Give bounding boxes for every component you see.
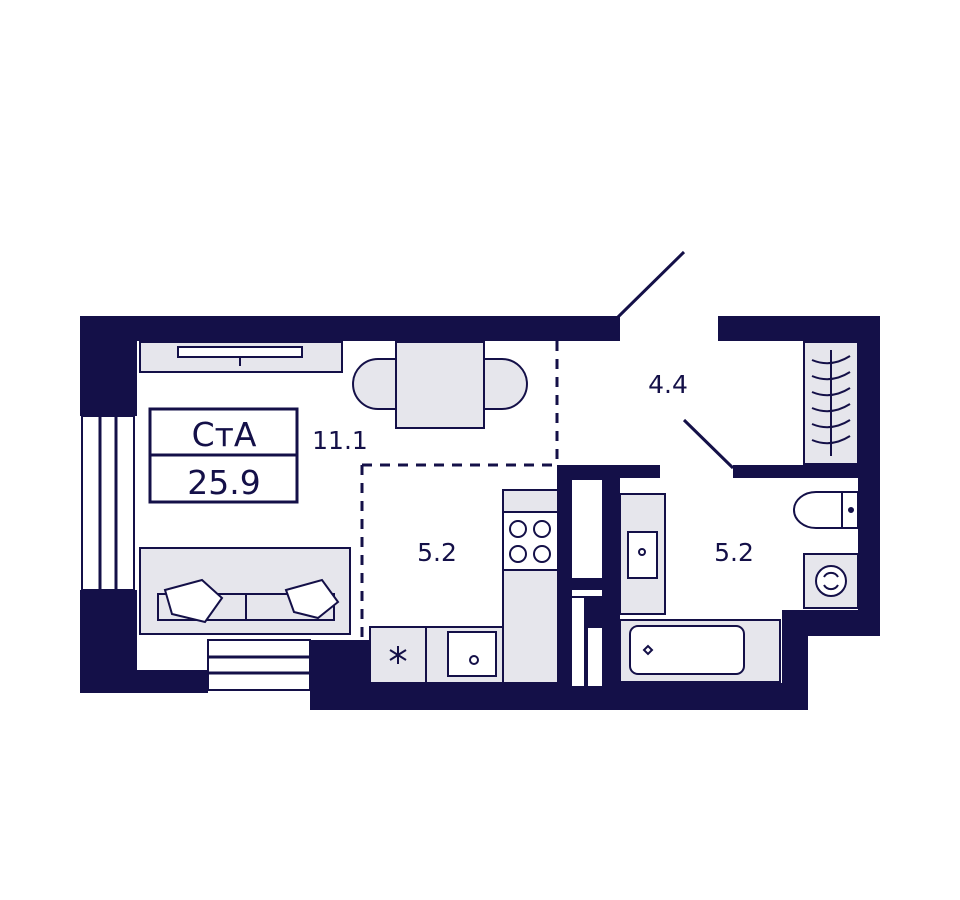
burner-icon — [533, 545, 551, 563]
window-bottom — [207, 639, 311, 691]
chair-right-icon — [482, 358, 528, 410]
tv-stand — [139, 341, 343, 373]
apartment-badge — [148, 407, 299, 504]
wall-bottom — [310, 683, 808, 710]
wardrobe — [803, 341, 859, 465]
chair-left-icon — [352, 358, 398, 410]
bathroom-area-label: 5.2 — [714, 538, 754, 567]
kitchen-set — [369, 489, 559, 684]
wall-left-upper — [80, 316, 137, 416]
washing-machine-icon — [815, 565, 847, 597]
sink-drain-icon — [469, 655, 479, 665]
window-left — [81, 415, 135, 591]
toilet-button-icon — [848, 507, 854, 513]
entrance-door — [615, 250, 686, 320]
kitchen-sink-icon — [447, 631, 497, 677]
tv-icon — [177, 346, 303, 358]
bathtub-drain-icon — [642, 644, 654, 656]
cooktop — [502, 511, 559, 571]
living-room-area-label: 11.1 — [312, 426, 368, 455]
cushion-right-icon — [284, 578, 340, 620]
wall-top-corner — [600, 316, 620, 341]
bathroom-door — [682, 418, 735, 470]
table-icon — [395, 341, 485, 429]
cushion-left-icon — [163, 578, 224, 624]
doors — [615, 250, 735, 470]
wall-top-right — [718, 316, 880, 341]
shaft-void-lower-right — [588, 628, 602, 686]
burner-icon — [533, 520, 551, 538]
toilet-bowl-icon — [793, 491, 843, 529]
wall-bath-left — [604, 478, 620, 688]
walls — [80, 316, 880, 710]
hanger-icon — [811, 355, 851, 445]
bathroom-fixtures — [619, 491, 859, 683]
wall-right-lower — [782, 610, 808, 710]
bathtub-icon — [629, 625, 745, 675]
windows — [81, 415, 311, 691]
washing-machine-cycle-icon — [823, 571, 839, 591]
shaft-void-lower-left — [572, 598, 584, 686]
shaft-voids — [572, 480, 602, 686]
kitchen-area-label: 5.2 — [417, 538, 457, 567]
shaft-void-upper — [572, 480, 602, 578]
wall-bottom-left — [80, 670, 208, 693]
dining-table — [352, 341, 528, 429]
hall-area-label: 4.4 — [648, 370, 688, 399]
total-area-label: 25.9 — [187, 463, 260, 502]
sofa — [139, 547, 351, 635]
fridge-snowflake-icon — [389, 646, 407, 664]
apartment-type-label: СтА — [192, 415, 257, 454]
zone-dividers — [360, 341, 559, 640]
shaft-void-gap — [572, 590, 602, 596]
wall-hall-bottom-right — [733, 465, 880, 478]
burner-icon — [509, 520, 527, 538]
washbasin-drain-icon — [638, 548, 646, 556]
wall-top-left — [80, 316, 615, 341]
burner-icon — [509, 545, 527, 563]
